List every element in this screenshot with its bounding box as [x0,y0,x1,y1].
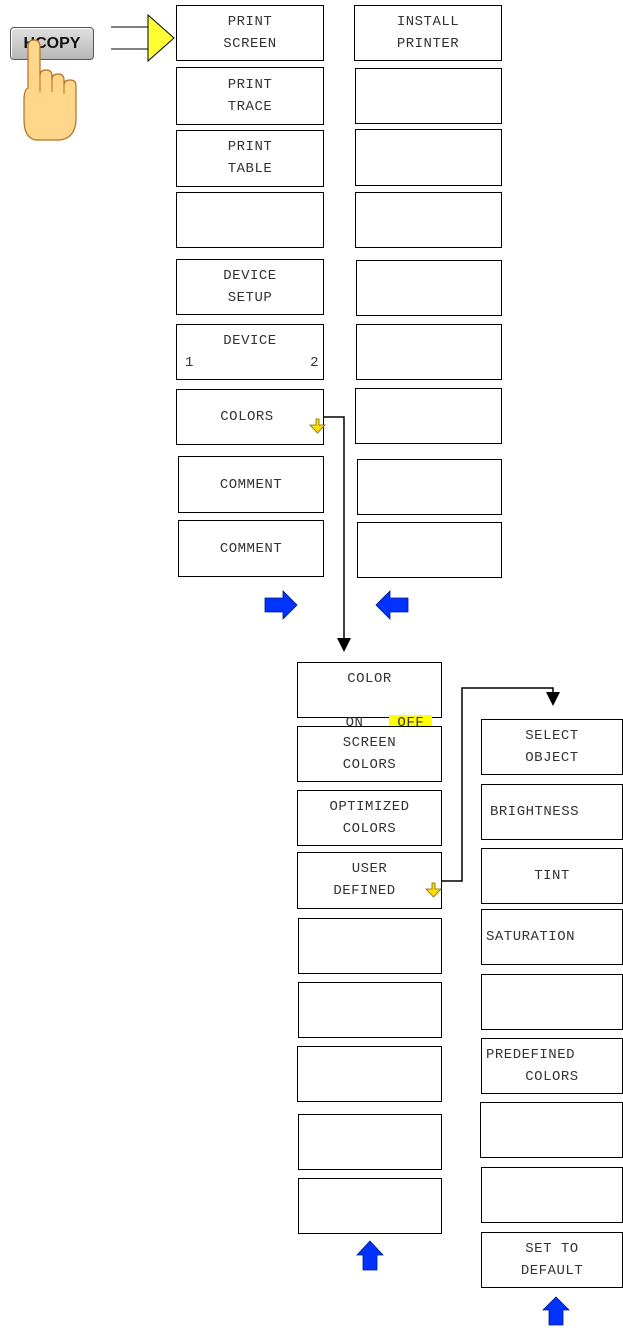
connector-colors [324,416,345,638]
softkey-label-line2: TRACE [227,99,273,115]
softkey-print-trace[interactable]: PRINT TRACE [176,67,324,125]
softkey-label-line1: SATURATION [486,929,576,945]
submenu-arrow-icon [425,882,442,898]
softkey-label-line2: 1 2 [177,352,323,374]
softkey-device-1-2[interactable]: DEVICE 1 2 [176,324,324,380]
softkey-blank[interactable] [298,918,442,974]
softkey-label-line1: PRINT [227,14,273,30]
device-option-2: 2 [310,355,319,371]
softkey-comment-1[interactable]: COMMENT [178,456,324,513]
softkey-label-line1: INSTALL [396,14,460,30]
up-nav-arrow-icon [542,1296,570,1326]
softkey-user-defined[interactable]: USER DEFINED [297,852,442,909]
softkey-blank[interactable] [356,324,502,380]
softkey-install-printer[interactable]: INSTALL PRINTER [354,5,502,61]
softkey-blank[interactable] [355,192,502,248]
softkey-blank[interactable] [355,388,502,444]
softkey-predefined-colors[interactable]: PREDEFINED COLORS [481,1038,623,1094]
softkey-blank[interactable] [357,522,502,578]
softkey-blank[interactable] [355,129,502,186]
softkey-blank[interactable] [356,260,502,316]
softkey-label-line1: COLORS [177,390,323,444]
softkey-label-line2: PRINTER [396,36,460,52]
softkey-blank[interactable] [357,459,502,515]
softkey-blank[interactable] [298,982,442,1038]
softkey-blank[interactable] [298,1178,442,1234]
right-nav-arrow-icon [264,590,298,620]
softkey-label-line2: DEFAULT [520,1263,584,1279]
softkey-label-line1: SELECT [525,728,579,744]
softkey-label-line1: PREDEFINED [486,1047,576,1063]
softkey-screen-colors[interactable]: SCREEN COLORS [297,726,442,782]
softkey-print-table[interactable]: PRINT TABLE [176,130,324,187]
softkey-label-line1: COMMENT [219,476,283,493]
connector-arrowhead-icon [337,638,351,652]
softkey-label-line1: DEVICE [223,268,277,284]
softkey-label-line1: USER [351,861,388,877]
softkey-select-object[interactable]: SELECT OBJECT [481,719,623,775]
yellow-selection-arrow-icon [147,13,175,63]
softkey-label-line2: SCREEN [223,36,277,52]
pointer-lines [111,26,148,50]
softkey-label-line2: COLORS [342,757,397,773]
connector-arrowhead-icon [546,692,560,706]
softkey-device-setup[interactable]: DEVICE SETUP [176,259,324,315]
softkey-label-line1: TINT [534,868,570,884]
softkey-colors[interactable]: COLORS [176,389,324,445]
softkey-brightness[interactable]: BRIGHTNESS [481,784,623,840]
softkey-label-line1: COMMENT [219,540,283,557]
softkey-label-line1: COLOR [347,671,392,687]
softkey-label-line1: PRINT [227,139,273,155]
softkey-label-line2: OBJECT [525,750,579,766]
softkey-label-line2: TABLE [227,161,273,177]
softkey-blank[interactable] [298,1114,442,1170]
softkey-print-screen[interactable]: PRINT SCREEN [176,5,324,61]
softkey-label-line2: COLORS [342,821,397,837]
softkey-label-line2: DEFINED [333,883,396,899]
submenu-arrow-icon [309,418,326,434]
softkey-label-line1: SCREEN [342,735,397,751]
softkey-label-line1: DEVICE [223,333,277,349]
softkey-optimized-colors[interactable]: OPTIMIZED COLORS [297,790,442,846]
softkey-blank[interactable] [176,192,324,248]
softkey-label-line1: OPTIMIZED [329,799,410,815]
left-nav-arrow-icon [375,590,409,620]
softkey-blank[interactable] [481,1167,623,1223]
softkey-saturation[interactable]: SATURATION [481,909,623,965]
softkey-blank[interactable] [355,68,502,124]
softkey-tint[interactable]: TINT [481,848,623,904]
up-nav-arrow-icon [356,1240,384,1271]
softkey-comment-2[interactable]: COMMENT [178,520,324,577]
softkey-label-line1: SET TO [525,1241,579,1257]
softkey-label-line2: SETUP [227,290,273,306]
connector-user-defined [442,687,554,882]
softkey-label-line2: COLORS [525,1069,579,1085]
softkey-label-line1: PRINT [227,77,273,93]
hand-pointer-icon [23,39,77,141]
softkey-blank[interactable] [481,974,623,1030]
softkey-blank[interactable] [297,1046,442,1102]
device-option-1: 1 [185,355,194,371]
softkey-label-line1: BRIGHTNESS [490,804,580,820]
softkey-colors-label: COLORS [220,409,274,425]
